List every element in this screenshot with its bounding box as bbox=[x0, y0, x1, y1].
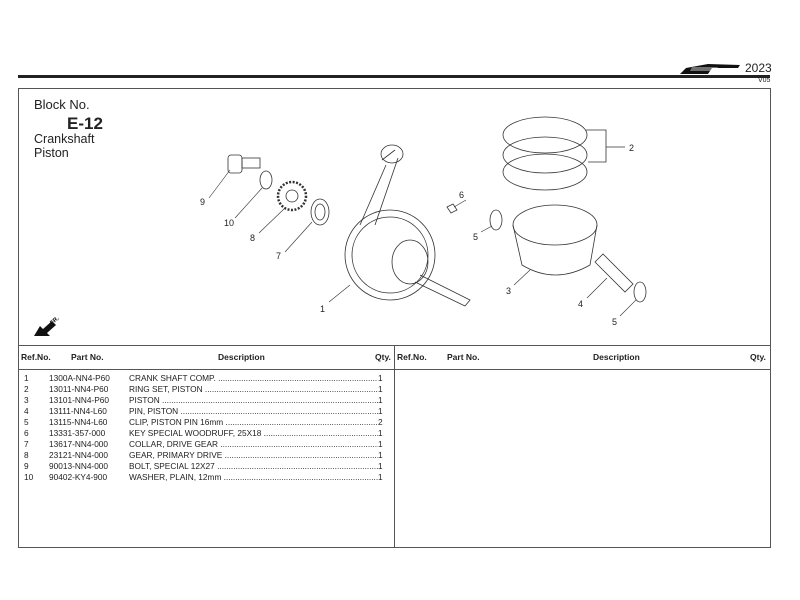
callout-4: 4 bbox=[578, 299, 583, 309]
piston-pin-part bbox=[594, 253, 634, 293]
quantity: 1 bbox=[378, 450, 383, 461]
ref-no: 8 bbox=[24, 450, 29, 460]
header-rule bbox=[18, 75, 770, 78]
block-title-crankshaft: Crankshaft bbox=[34, 132, 95, 146]
piston-part bbox=[512, 204, 598, 276]
part-no: 13101-NN4-P60 bbox=[49, 395, 109, 405]
callout-7: 7 bbox=[276, 251, 281, 261]
ref-no: 6 bbox=[24, 428, 29, 438]
table-row: 10 90402-KY4-900 WASHER, PLAIN, 12mm1 bbox=[24, 472, 384, 483]
header-part: Part No. bbox=[71, 352, 104, 362]
bolt-part bbox=[227, 154, 261, 174]
front-arrow-icon bbox=[34, 321, 56, 336]
callout-8: 8 bbox=[250, 233, 255, 243]
callout-6: 6 bbox=[459, 190, 464, 200]
ref-no: 10 bbox=[24, 472, 34, 482]
primary-gear-part bbox=[276, 180, 308, 212]
ref-no: 5 bbox=[24, 417, 29, 427]
description: BOLT, SPECIAL 12X27 bbox=[129, 461, 379, 472]
callout-1: 1 bbox=[320, 304, 325, 314]
quantity: 1 bbox=[378, 461, 383, 472]
ref-no: 1 bbox=[24, 373, 29, 383]
header-desc: Description bbox=[218, 352, 265, 362]
table-row: 6 13331-357-000 KEY SPECIAL WOODRUFF, 25X1… bbox=[24, 428, 384, 439]
callout-5b: 5 bbox=[612, 317, 617, 327]
table-row: 5 13115-NN4-L60 CLIP, PISTON PIN 16mm2 bbox=[24, 417, 384, 428]
part-no: 13617-NN4-000 bbox=[49, 439, 109, 449]
part-no: 13331-357-000 bbox=[49, 428, 106, 438]
description: WASHER, PLAIN, 12mm bbox=[129, 472, 379, 483]
exploded-diagram: FR. 9 10 8 7 1 6 5 2 3 4 5 bbox=[34, 116, 647, 336]
ref-no: 4 bbox=[24, 406, 29, 416]
ref-no: 2 bbox=[24, 384, 29, 394]
table-row: 3 13101-NN4-P60 PISTON1 bbox=[24, 395, 384, 406]
quantity: 1 bbox=[378, 384, 383, 395]
quantity: 1 bbox=[378, 395, 383, 406]
block-id: E-12 bbox=[67, 114, 103, 133]
piston-ring-set-part bbox=[502, 116, 625, 191]
header-qty: Qty. bbox=[375, 352, 391, 362]
woodruff-key-part bbox=[446, 203, 458, 214]
ref-no: 9 bbox=[24, 461, 29, 471]
callout-10: 10 bbox=[224, 218, 234, 228]
front-arrow-label: FR. bbox=[49, 316, 61, 327]
piston-pin-clip-part bbox=[633, 281, 647, 303]
description: KEY SPECIAL WOODRUFF, 25X18 bbox=[129, 428, 379, 439]
table-row: 2 13011-NN4-P60 RING SET, PISTON1 bbox=[24, 384, 384, 395]
quantity: 1 bbox=[378, 373, 383, 384]
part-no: 13011-NN4-P60 bbox=[49, 384, 109, 394]
piston-pin-clip-part bbox=[489, 209, 503, 231]
washer-part bbox=[259, 170, 273, 190]
callout-9: 9 bbox=[200, 197, 205, 207]
part-no: 1300A-NN4-P60 bbox=[49, 373, 110, 383]
header-qty-right: Qty. bbox=[750, 352, 766, 362]
description: PISTON bbox=[129, 395, 379, 406]
description: COLLAR, DRIVE GEAR bbox=[129, 439, 379, 450]
ref-no: 7 bbox=[24, 439, 29, 449]
quantity: 1 bbox=[378, 406, 383, 417]
version-label: V05 bbox=[758, 77, 771, 84]
description: CRANK SHAFT COMP. bbox=[129, 373, 379, 384]
quantity: 1 bbox=[378, 472, 383, 483]
table-column-divider bbox=[394, 345, 395, 547]
block-label: Block No. bbox=[34, 97, 90, 112]
part-no: 13111-NN4-L60 bbox=[49, 406, 107, 416]
header-ref: Ref.No. bbox=[21, 352, 51, 362]
crankshaft-part bbox=[344, 144, 471, 307]
part-no: 13115-NN4-L60 bbox=[49, 417, 108, 427]
part-no: 90013-NN4-000 bbox=[49, 461, 109, 471]
model-year: 2023 bbox=[745, 61, 772, 75]
table-row: 4 13111-NN4-L60 PIN, PISTON1 bbox=[24, 406, 384, 417]
callout-5: 5 bbox=[473, 232, 478, 242]
header-desc-right: Description bbox=[593, 352, 640, 362]
table-row: 7 13617-NN4-000 COLLAR, DRIVE GEAR1 bbox=[24, 439, 384, 450]
part-no: 90402-KY4-900 bbox=[49, 472, 108, 482]
header-part-right: Part No. bbox=[447, 352, 480, 362]
ref-no: 3 bbox=[24, 395, 29, 405]
quantity: 1 bbox=[378, 428, 383, 439]
description: PIN, PISTON bbox=[129, 406, 379, 417]
header-ref-right: Ref.No. bbox=[397, 352, 427, 362]
content-frame bbox=[18, 88, 771, 548]
callout-2: 2 bbox=[629, 143, 634, 153]
table-row: 8 23121-NN4-000 GEAR, PRIMARY DRIVE1 bbox=[24, 450, 384, 461]
block-title-piston: Piston bbox=[34, 146, 69, 160]
description: GEAR, PRIMARY DRIVE bbox=[129, 450, 379, 461]
quantity: 2 bbox=[378, 417, 383, 428]
table-row: 9 90013-NN4-000 BOLT, SPECIAL 12X271 bbox=[24, 461, 384, 472]
description: CLIP, PISTON PIN 16mm bbox=[129, 417, 379, 428]
crf-logo bbox=[680, 64, 740, 74]
description: RING SET, PISTON bbox=[129, 384, 379, 395]
collar-part bbox=[310, 198, 330, 226]
quantity: 1 bbox=[378, 439, 383, 450]
part-no: 23121-NN4-000 bbox=[49, 450, 109, 460]
callout-3: 3 bbox=[506, 286, 511, 296]
